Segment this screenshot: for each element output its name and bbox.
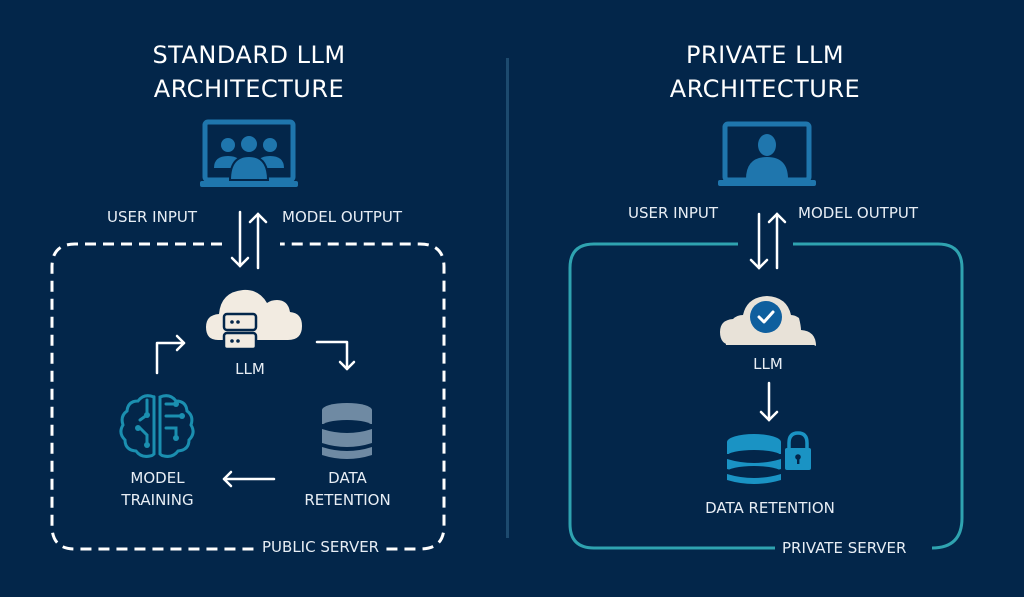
column-divider <box>506 58 509 538</box>
private-model-output-label: MODEL OUTPUT <box>798 204 919 222</box>
private-server-label: PRIVATE SERVER <box>776 539 913 557</box>
standard-title-line1: STANDARD LLM <box>152 41 346 69</box>
standard-user-input-label: USER INPUT <box>107 208 197 226</box>
model-training-label: MODEL TRAINING <box>100 469 215 509</box>
data-retention-line1: DATA <box>328 469 367 487</box>
arrow-up-icon <box>767 212 787 270</box>
private-title-line2: ARCHITECTURE <box>669 75 861 103</box>
public-server-label: PUBLIC SERVER <box>256 538 386 556</box>
private-data-retention-label: DATA RETENTION <box>705 499 835 517</box>
model-training-line1: MODEL <box>130 469 185 487</box>
private-title: PRIVATE LLM ARCHITECTURE <box>605 38 925 106</box>
model-training-line2: TRAINING <box>121 491 194 509</box>
input-output-arrows <box>230 210 268 270</box>
private-user-input-label: USER INPUT <box>628 204 718 222</box>
cloud-server-icon <box>206 289 302 351</box>
public-server-boundary <box>50 242 446 551</box>
private-llm-label: LLM <box>753 355 783 373</box>
database-icon <box>322 403 372 459</box>
arrow-retention-to-training-icon <box>222 470 276 488</box>
arrow-training-to-llm-icon <box>155 334 186 375</box>
lock-icon <box>785 431 811 470</box>
standard-model-output-label: MODEL OUTPUT <box>282 208 403 226</box>
arrow-down-icon <box>230 210 250 268</box>
laptop-group-users-icon <box>200 119 298 187</box>
arrow-down-icon <box>749 212 769 270</box>
arrow-up-icon <box>248 212 268 270</box>
cloud-check-icon <box>720 296 816 346</box>
arrow-llm-to-retention-icon <box>315 340 356 371</box>
brain-circuit-icon <box>119 394 195 458</box>
arrow-llm-to-retention-icon <box>759 381 779 422</box>
standard-title: STANDARD LLM ARCHITECTURE <box>89 38 409 106</box>
data-retention-line2: RETENTION <box>304 491 391 509</box>
private-server-boundary <box>568 242 964 550</box>
database-lock-icon <box>727 431 811 484</box>
laptop-single-user-icon <box>718 121 816 186</box>
private-title-line1: PRIVATE LLM <box>685 41 845 69</box>
standard-llm-label: LLM <box>235 360 265 378</box>
standard-title-line2: ARCHITECTURE <box>153 75 345 103</box>
standard-data-retention-label: DATA RETENTION <box>290 469 405 509</box>
